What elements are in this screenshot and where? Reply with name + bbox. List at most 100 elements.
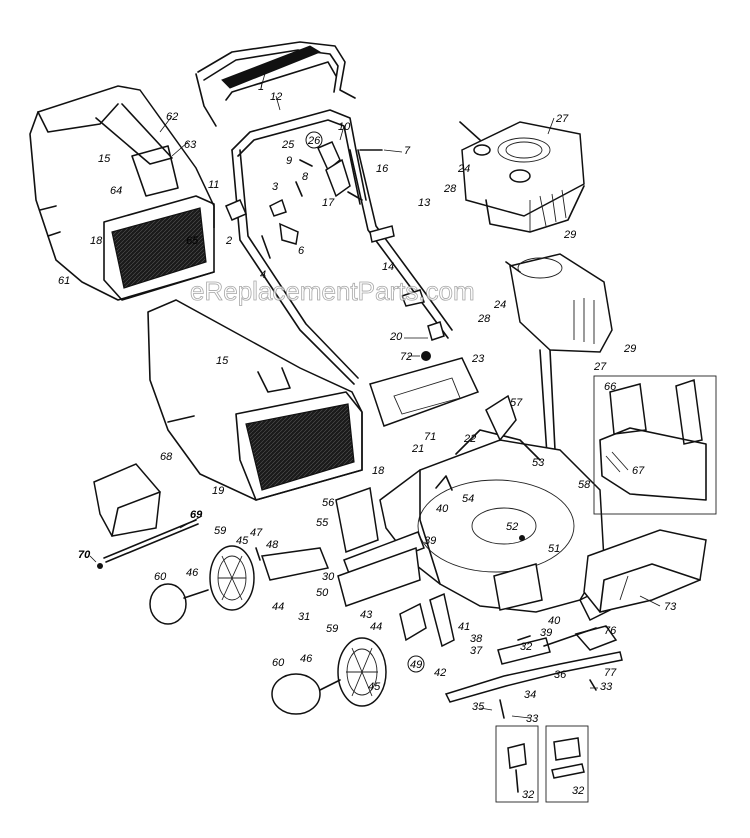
blade-assembly [444,625,623,719]
callout: 45 [236,535,249,547]
callout: 28 [477,313,491,325]
callout: 13 [418,197,431,209]
callout: 67 [632,465,645,477]
callout: 33 [526,713,539,725]
grass-catcher-lower [147,299,363,501]
callout: 34 [524,689,536,701]
callout: 14 [382,261,394,273]
callout: 43 [360,609,373,621]
callout: 16 [376,163,389,175]
callout: 38 [470,633,483,645]
side-discharge-chute-73 [583,529,707,613]
callout: 69 [190,509,203,521]
blade-adapter-inset-b [545,725,589,803]
callout: 45 [368,681,381,693]
callout: 49 [410,659,422,671]
deck-bracket-parts [335,475,453,607]
rear-cover-23 [369,351,480,427]
callout: 24 [493,299,506,311]
lower-handle [231,109,453,385]
callout: 17 [322,197,335,209]
mower-deck [379,394,612,622]
callout: 33 [600,681,613,693]
callout: 22 [463,433,476,445]
callout: 32 [522,789,534,801]
callout: 18 [90,235,103,247]
callout: 68 [160,451,173,463]
callout: 41 [458,621,470,633]
callout: 27 [593,361,607,373]
callout: 21 [411,443,424,455]
callout: 54 [462,493,474,505]
axle-rod-69 [97,519,199,569]
callout: 20 [389,331,403,343]
callout: 44 [370,621,382,633]
callout: 19 [212,485,224,497]
callout: 71 [424,431,436,443]
mulch-plug-inset [593,375,717,515]
callout: 29 [623,343,636,355]
callout: 63 [184,139,197,151]
callout: 42 [434,667,446,679]
callout: 30 [322,571,335,583]
callout: 25 [281,139,295,151]
callout: 46 [186,567,199,579]
blade-adapter-inset-a [495,725,539,803]
callout: 2 [225,235,232,247]
callout: 28 [443,183,457,195]
hubcap-60-rear [149,583,209,625]
callout: 50 [316,587,329,599]
callout-labels: 1 12 10 25 26 7 9 8 16 17 11 3 2 4 6 13 … [58,81,677,801]
callout: 55 [316,517,329,529]
callout: 53 [532,457,545,469]
callout: 6 [298,245,305,257]
callout: 8 [302,171,309,183]
callout: 58 [578,479,591,491]
callout: 39 [540,627,552,639]
callout: 10 [338,121,351,133]
callout: 35 [472,701,485,713]
callout: 60 [154,571,167,583]
callout: 66 [604,381,617,393]
watermark: eReplacementParts.com [190,276,475,306]
callout: 72 [400,351,412,363]
engine-upper-27 [459,121,585,233]
callout: 59 [326,623,338,635]
callout: 27 [555,113,569,125]
callout: 77 [604,667,617,679]
callout: 46 [300,653,313,665]
callout: 60 [272,657,285,669]
callout: 52 [506,521,518,533]
callout: 57 [510,397,523,409]
side-chute-68 [93,463,161,537]
leader-lines [89,69,661,719]
callout: 37 [470,645,483,657]
wheel-height-bracket [255,547,455,648]
callout: 15 [98,153,111,165]
callout: 18 [372,465,385,477]
callout: 29 [563,229,576,241]
callout: 32 [520,641,532,653]
engine-lower-27 [505,253,613,471]
callout: 40 [548,615,561,627]
handle-control-parts [225,141,445,341]
callout: 24 [457,163,470,175]
callout: 1 [258,81,264,93]
callout: 9 [286,155,292,167]
hubcap-60-front [271,673,341,715]
callout: 7 [404,145,411,157]
callout: 51 [548,543,560,555]
callout: 11 [208,179,219,191]
callout: 23 [471,353,485,365]
callout: 4 [260,269,266,281]
callout: 15 [216,355,229,367]
callout: 31 [298,611,310,623]
callout: 64 [110,185,122,197]
callout: 56 [322,497,335,509]
callout: 61 [58,275,70,287]
callout: 44 [272,601,284,613]
callout: 59 [214,525,226,537]
callout: 3 [272,181,279,193]
callout: 32 [572,785,584,797]
